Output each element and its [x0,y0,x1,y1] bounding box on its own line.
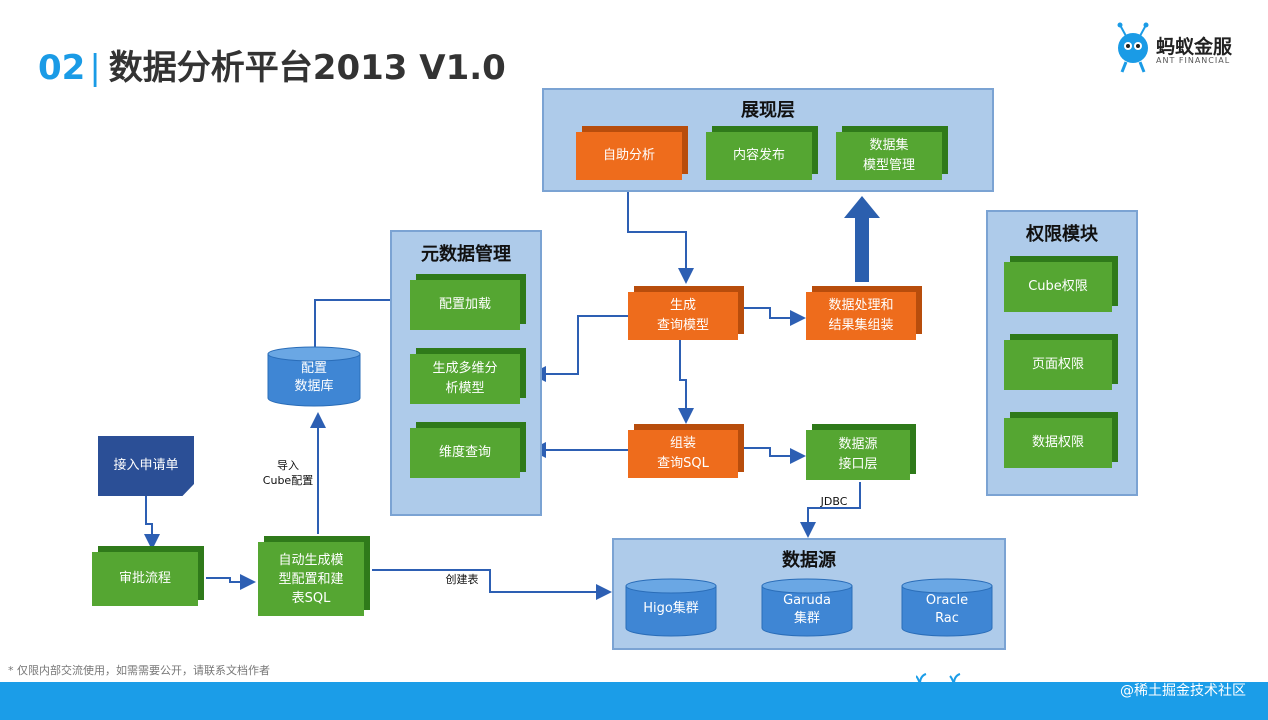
data-permission-box: 数据权限 [1004,418,1112,468]
dataset-model-mgmt-box: 数据集 模型管理 [836,132,942,180]
access-application-box: 接入申请单 [98,436,194,496]
permissions-title: 权限模块 [1026,224,1098,245]
garuda-cluster-cylinder: Garuda 集群 [760,578,854,638]
jdbc-label: JDBC [820,495,848,508]
arrow-query-model-to-multidim [530,315,628,382]
arrow-interface-to-datasource [800,482,861,538]
higo-cluster-label: Higo集群 [643,601,699,616]
auto-generate-box: 自动生成模 型配置和建 表SQL [258,542,364,616]
bottom-bar [0,682,1268,720]
generate-query-model-box: 生成 查询模型 [628,292,738,340]
database-icon [901,578,993,637]
title-separator: | [89,48,101,88]
arrow-approval-to-autogen [206,574,256,590]
presentation-layer-title: 展现层 [741,100,795,121]
database-icon [761,578,853,637]
create-table-label: 创建表 [445,573,479,586]
higo-cluster-cylinder: Higo集群 [624,578,718,638]
arrow-query-model-to-processing [738,307,806,326]
arrow-autogen-to-datasource [372,569,612,600]
logo-name: 蚂蚁金服 [1156,36,1233,58]
dimension-query-box: 维度查询 [410,428,520,478]
import-cube-label: 导入 Cube配置 [262,459,314,487]
database-icon [267,346,361,407]
arrow-application-to-approval [144,496,160,550]
logo-subtitle: ANT FINANCIAL [1156,56,1231,65]
assemble-sql-box: 组装 查询SQL [628,430,738,478]
database-icon [625,578,717,637]
multidim-model-box: 生成多维分 析模型 [410,354,520,404]
data-processing-box: 数据处理和 结果集组装 [806,292,916,340]
title-text: 数据分析平台2013 V1.0 [108,48,506,88]
arrow-db-to-config-load [314,292,408,348]
footer-note: * 仅限内部交流使用，如需需要公开，请联系文档作者 [8,664,270,677]
ant-logo-icon [1117,22,1149,73]
sprout-icon [916,673,961,685]
arrow-sql-to-interface [738,447,806,464]
config-load-box: 配置加载 [410,280,520,330]
config-database-cylinder: 配置 数据库 [266,346,362,408]
ant-financial-logo: 蚂蚁金服 ANT FINANCIAL [1112,22,1262,74]
config-database-label: 配置 数据库 [294,361,334,394]
metadata-mgmt-title: 元数据管理 [421,244,511,265]
garuda-cluster-label: Garuda 集群 [783,593,831,626]
oracle-rac-cylinder: Oracle Rac [900,578,994,638]
arrow-query-model-to-sql [678,340,694,424]
cube-permission-box: Cube权限 [1004,262,1112,312]
content-publish-box: 内容发布 [706,132,812,180]
self-service-analysis-box: 自助分析 [576,132,682,180]
datasource-title: 数据源 [782,550,836,571]
watermark: @稀土掘金技术社区 [1120,683,1246,699]
page-title: 02|数据分析平台2013 V1.0 [38,40,506,89]
arrow-analysis-to-query-model [627,180,694,284]
up-arrow-icon [844,196,880,282]
datasource-interface-box: 数据源 接口层 [806,430,910,480]
title-number: 02 [38,48,86,88]
oracle-rac-label: Oracle Rac [925,593,969,626]
page-permission-box: 页面权限 [1004,340,1112,390]
approval-process-box: 审批流程 [92,552,198,606]
